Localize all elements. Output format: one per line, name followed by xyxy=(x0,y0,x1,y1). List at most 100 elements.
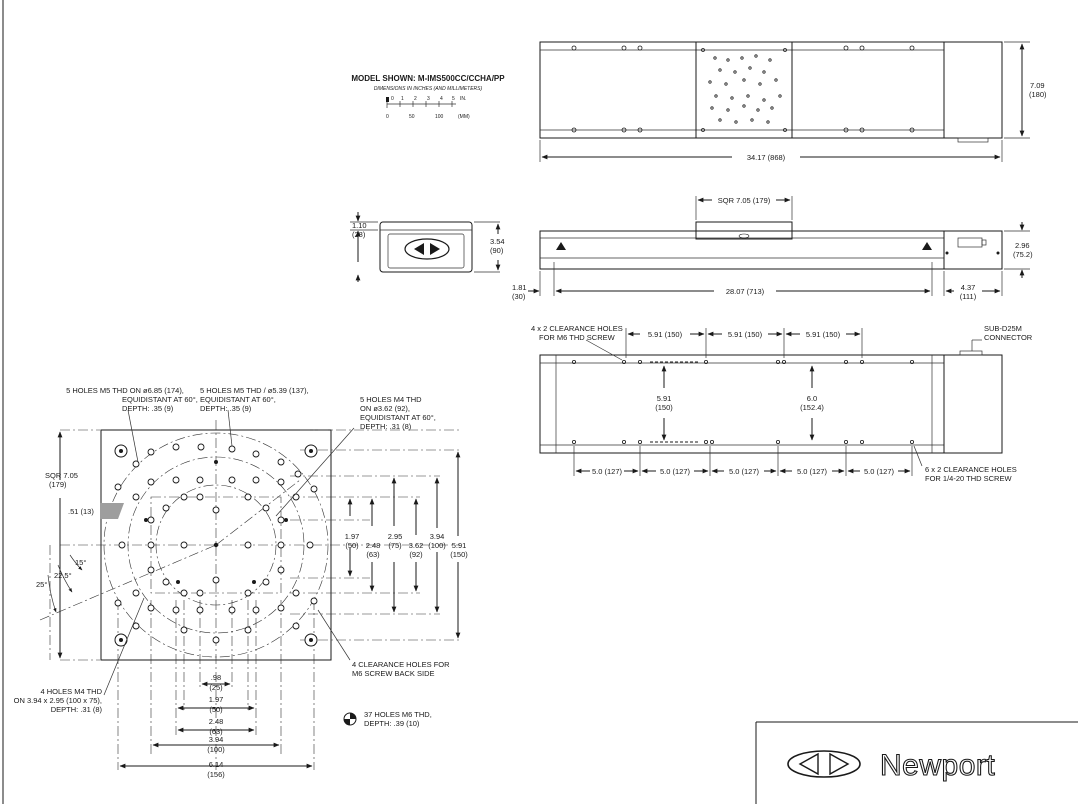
side-view-carriage xyxy=(695,221,793,240)
scale-inch-0: 0 xyxy=(391,96,394,102)
scale-inch-4: 4 xyxy=(440,96,443,102)
scale-bar xyxy=(386,97,456,108)
scale-mm-50: 50 xyxy=(409,114,415,120)
end-view xyxy=(350,212,501,282)
base-spacing-bottom-2: 5.0 (127) xyxy=(660,467,691,476)
units-note: DIMENSIONS IN INCHES (AND MILLIMETERS) xyxy=(374,86,483,92)
title-block: MODEL SHOWN: M-IMS500CC/CCHA/PP DIMENSIO… xyxy=(351,74,505,120)
angle-25: 25° xyxy=(36,580,47,589)
newport-logo-icon xyxy=(787,750,861,778)
sqr-in: SQR 7.05 xyxy=(45,471,78,480)
brand-box xyxy=(755,721,1078,804)
legend-line-1: 37 HOLES M6 THD, xyxy=(364,710,432,719)
base-inner-2-in: 6.0 xyxy=(807,394,817,403)
note-c-line-4: DEPTH: .31 (8) xyxy=(360,422,412,431)
scale-inch-2: 2 xyxy=(414,96,417,102)
h-dim-5-in: 6.14 xyxy=(209,760,224,769)
v-dim-3-mm: (75) xyxy=(388,541,402,550)
brand-wordmark: Newport xyxy=(880,749,995,782)
side-height-mm: (75.2) xyxy=(1013,250,1033,259)
base-connector-2: CONNECTOR xyxy=(984,333,1033,342)
note-c-line-3: EQUIDISTANT AT 60°, xyxy=(360,413,436,422)
top-height-in: 7.09 xyxy=(1030,81,1045,90)
carriage-logo-icon xyxy=(738,233,750,239)
warning-icon-left xyxy=(556,242,566,250)
v-dim-5-mm: (100) xyxy=(428,541,446,550)
base-clearance-bottom-2: FOR 1/4-20 THD SCREW xyxy=(925,474,1012,483)
h-dim-1-mm: (25) xyxy=(209,683,223,692)
note-c-line-2: ON ø3.62 (92), xyxy=(360,404,410,413)
scale-mm-0: 0 xyxy=(386,114,389,120)
h-dim-1-in: .98 xyxy=(211,673,221,682)
note-a-line-2: EQUIDISTANT AT 60°, xyxy=(122,395,198,404)
scale-inch-unit: IN. xyxy=(460,96,466,102)
side-travel-label: 28.07 (713) xyxy=(726,287,765,296)
m6-legend-icon xyxy=(343,712,357,726)
v-dim-5-in: 3.94 xyxy=(430,532,445,541)
end-view-logo-icon xyxy=(404,238,450,260)
base-clearance-top-2: FOR M6 THD SCREW xyxy=(539,333,616,342)
base-spacing-bottom-3: 5.0 (127) xyxy=(729,467,760,476)
base-spacing-top-2: 5.91 (150) xyxy=(728,330,763,339)
top-view-carriage xyxy=(695,41,793,139)
base-spacing-top-3: 5.91 (150) xyxy=(806,330,841,339)
scale-mm-100: 100 xyxy=(435,114,444,120)
note-m4-line-2: ON 3.94 x 2.95 (100 x 75), xyxy=(14,696,102,705)
h-dim-4-in: 3.94 xyxy=(209,735,224,744)
note-a-line-1: 5 HOLES M5 THD ON ø6.85 (174), xyxy=(66,386,184,395)
side-carriage-label: SQR 7.05 (179) xyxy=(718,196,771,205)
base-clearance-bottom-1: 6 x 2 CLEARANCE HOLES xyxy=(925,465,1017,474)
end-top-in: 1.10 xyxy=(352,221,367,230)
base-inner-2-mm: (152.4) xyxy=(800,403,824,412)
angle-22-5: 22.5° xyxy=(54,571,72,580)
note-back-2: M6 SCREW BACK SIDE xyxy=(352,669,435,678)
note-m4-line-3: DEPTH: .31 (8) xyxy=(51,705,103,714)
side-view xyxy=(528,196,1030,296)
h-dim-3-mm: (63) xyxy=(209,727,223,736)
v-dim-3-in: 2.95 xyxy=(388,532,403,541)
model-shown-label: MODEL SHOWN: M-IMS500CC/CCHA/PP xyxy=(351,74,505,83)
offset-label: .51 (13) xyxy=(68,507,94,516)
base-spacing-top-1: 5.91 (150) xyxy=(648,330,683,339)
base-clearance-top-1: 4 x 2 CLEARANCE HOLES xyxy=(531,324,623,333)
note-back-1: 4 CLEARANCE HOLES FOR xyxy=(352,660,450,669)
carriage-detail-view xyxy=(39,409,461,770)
v-dim-6-mm: (150) xyxy=(450,550,468,559)
h-dim-2-mm: (50) xyxy=(209,705,223,714)
h-dim-5-mm: (156) xyxy=(207,770,225,779)
end-top-mm: (28) xyxy=(352,230,366,239)
v-dim-4-in: 3.62 xyxy=(409,541,424,550)
base-spacing-bottom-5: 5.0 (127) xyxy=(864,467,895,476)
v-dim-2-mm: (63) xyxy=(366,550,380,559)
base-spacing-bottom-4: 5.0 (127) xyxy=(797,467,828,476)
scale-mm-unit: (MM) xyxy=(458,114,470,120)
note-b-line-2: EQUIDISTANT AT 60°, xyxy=(200,395,276,404)
end-height-mm: (90) xyxy=(490,246,504,255)
top-view xyxy=(539,41,1030,162)
offset-shading xyxy=(100,503,124,519)
base-connector-1: SUB-D25M xyxy=(984,324,1022,333)
side-left-mm: (30) xyxy=(512,292,526,301)
v-dim-1-mm: (50) xyxy=(345,541,359,550)
base-inner-1-in: 5.91 xyxy=(657,394,672,403)
end-height-in: 3.54 xyxy=(490,237,505,246)
v-dim-2-in: 2.48 xyxy=(366,541,381,550)
top-length-label: 34.17 (868) xyxy=(747,153,786,162)
v-dim-1-in: 1.97 xyxy=(345,532,360,541)
note-b-line-3: DEPTH: .35 (9) xyxy=(200,404,252,413)
scale-inch-5: 5 xyxy=(452,96,455,102)
angle-15: 15° xyxy=(75,558,86,567)
h-dim-2-in: 1.97 xyxy=(209,695,224,704)
base-spacing-bottom-1: 5.0 (127) xyxy=(592,467,623,476)
note-c-line-1: 5 HOLES M4 THD xyxy=(360,395,422,404)
h-dim-4-mm: (100) xyxy=(207,745,225,754)
side-left-in: 1.81 xyxy=(512,283,527,292)
legend-line-2: DEPTH: .39 (10) xyxy=(364,719,420,728)
side-right-in: 4.37 xyxy=(961,283,976,292)
note-a-line-3: DEPTH: .35 (9) xyxy=(122,404,174,413)
side-right-mm: (111) xyxy=(960,292,977,301)
warning-icon-right xyxy=(922,242,932,250)
h-dim-3-in: 2.48 xyxy=(209,717,224,726)
scale-inch-3: 3 xyxy=(427,96,430,102)
